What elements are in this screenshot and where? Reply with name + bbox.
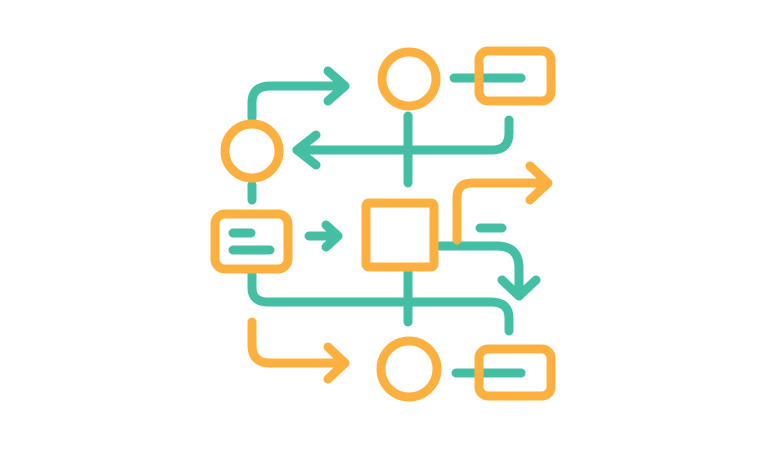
arrowhead-to-left-circle xyxy=(292,130,321,170)
arrowhead-to-square xyxy=(321,220,343,252)
center-square-node xyxy=(361,198,439,272)
connector-top-rect-to-left-circle xyxy=(292,115,514,155)
arrowhead-up-right xyxy=(525,161,553,205)
connector-left-rect-to-bottom-rect xyxy=(247,270,514,336)
connector-left-rect-to-bottom-circle xyxy=(247,317,350,368)
bottom-rect-node xyxy=(474,344,556,401)
connector-left-to-top xyxy=(247,81,350,123)
left-circle-node xyxy=(220,119,284,183)
left-rect-node xyxy=(210,209,293,274)
arrowhead-down-right xyxy=(497,275,541,301)
bottom-circle-node xyxy=(376,336,442,402)
connector-square-up-right xyxy=(452,178,553,245)
top-rect-node xyxy=(474,46,556,106)
arrowhead-to-bottom-circle xyxy=(323,342,350,384)
top-circle-node xyxy=(377,47,441,111)
arrowhead-to-top-circle xyxy=(323,66,350,106)
connector-square-down-right xyxy=(433,241,524,301)
